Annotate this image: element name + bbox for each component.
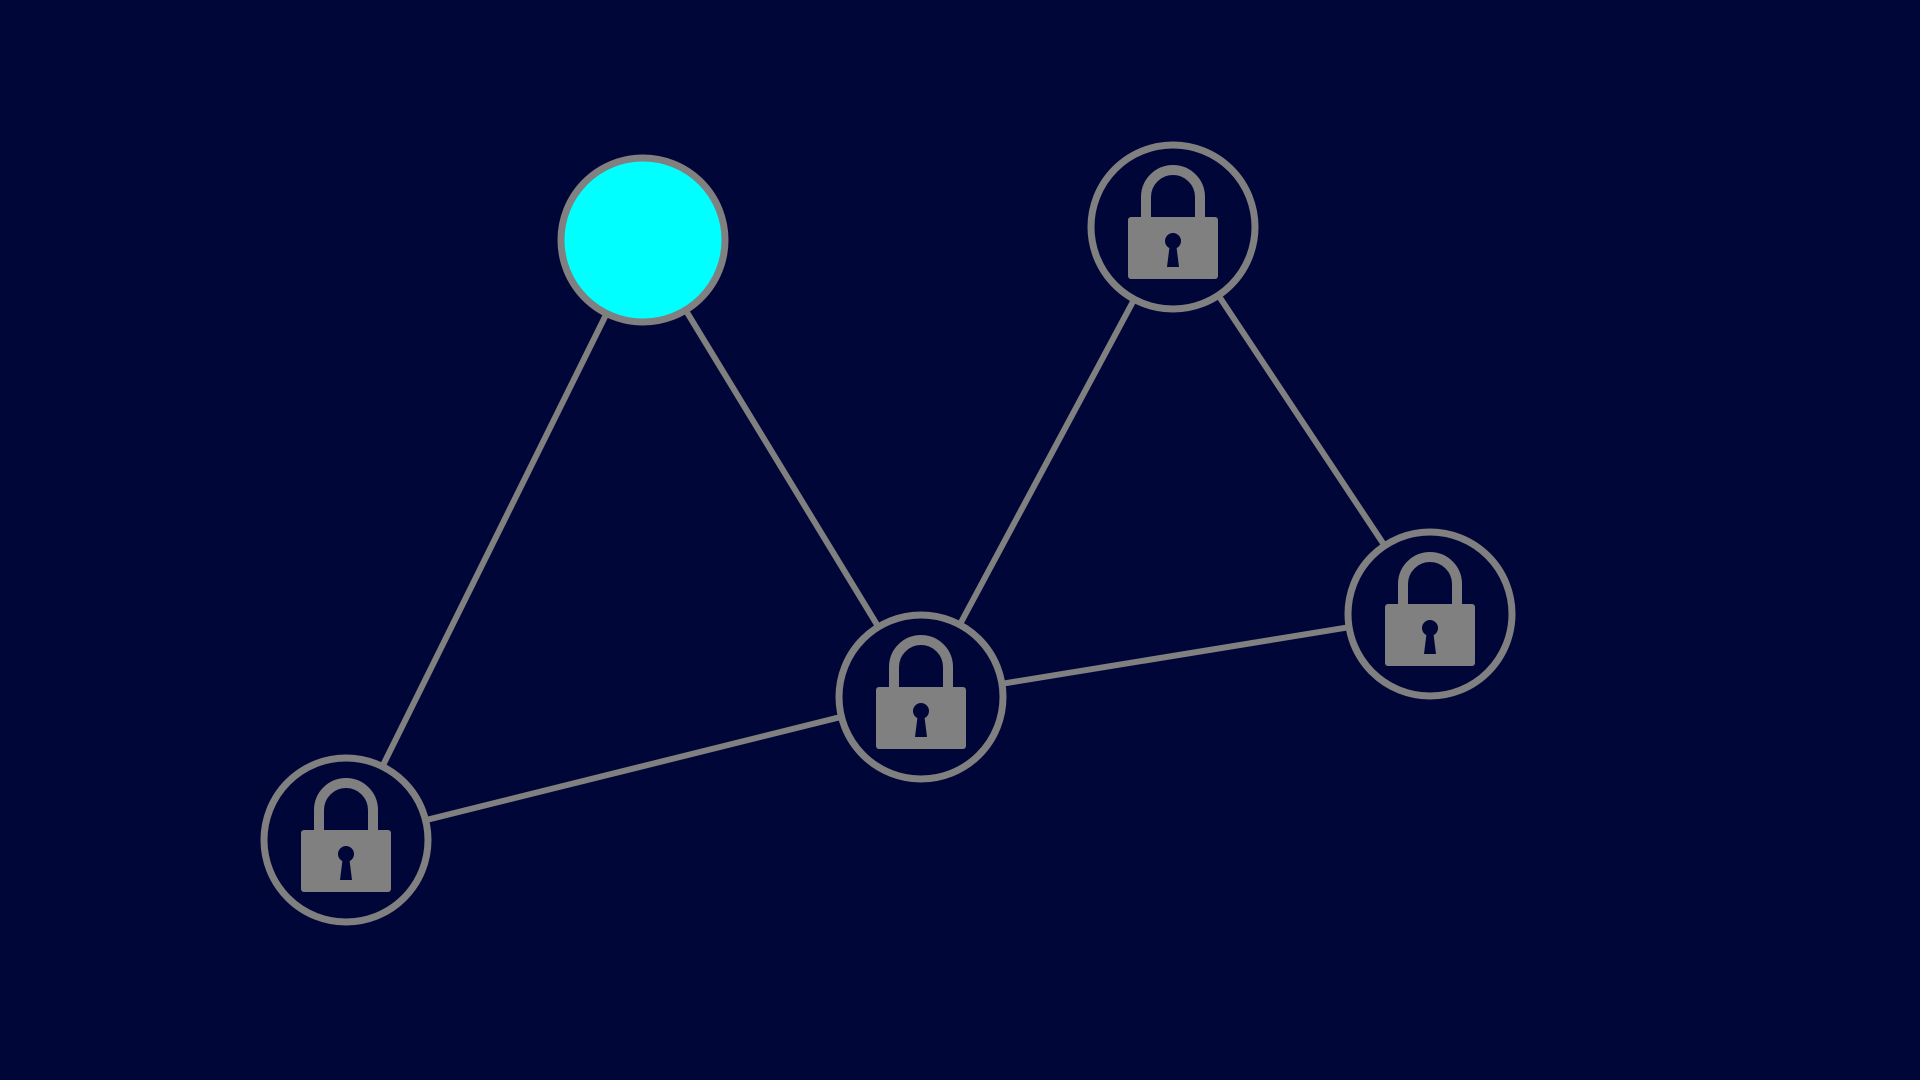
node-1-active[interactable]	[557, 154, 729, 326]
nodes-layer	[260, 141, 1516, 926]
edge-node-1-node-4	[379, 310, 610, 770]
node-2-locked[interactable]	[1087, 141, 1259, 313]
edge-node-2-node-3	[956, 296, 1138, 628]
node-3-locked[interactable]	[835, 611, 1007, 783]
node-4-locked[interactable]	[260, 754, 432, 926]
node-circle	[557, 154, 729, 326]
padlock-icon	[1128, 165, 1218, 279]
padlock-icon	[301, 778, 391, 892]
connections-layer	[379, 292, 1388, 824]
edge-node-3-node-5	[998, 624, 1353, 687]
node-5-locked[interactable]	[1344, 528, 1516, 700]
padlock-icon	[876, 635, 966, 749]
edge-node-1-node-3	[682, 307, 882, 630]
padlock-icon	[1385, 552, 1475, 666]
edge-node-3-node-4	[422, 713, 845, 824]
edge-node-2-node-5	[1215, 292, 1388, 549]
